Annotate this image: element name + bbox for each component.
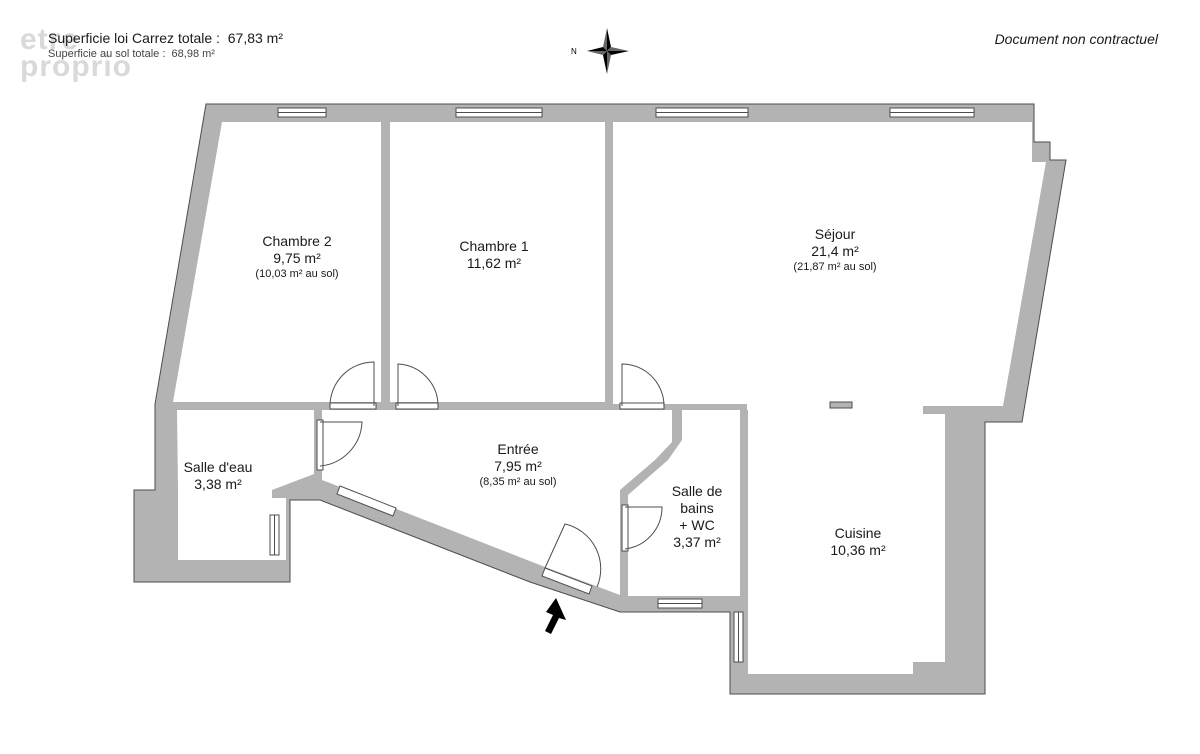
room-cuisine (748, 410, 945, 674)
north-letter: N (571, 47, 577, 56)
label-salle-bains: Salle de bains + WC 3,37 m² (671, 483, 723, 550)
compass-rose-icon: N (571, 28, 629, 74)
room-salle-eau (177, 410, 314, 560)
entry-arrow-icon (545, 598, 566, 634)
label-sejour: Séjour 21,4 m² (21,87 m² au sol) (793, 226, 877, 273)
room-entree (322, 410, 672, 595)
doors (316, 361, 665, 588)
label-chambre1: Chambre 1 11,62 m² (459, 238, 529, 271)
carrez-total-area: Superficie loi Carrez totale : 67,83 m² (48, 30, 283, 46)
label-salle-eau: Salle d'eau 3,38 m² (183, 459, 253, 492)
label-entree: Entrée 7,95 m² (8,35 m² au sol) (479, 441, 557, 488)
label-cuisine: Cuisine 10,36 m² (830, 525, 886, 558)
room-chambre1 (390, 122, 605, 402)
brand-watermark: etre proprio (20, 23, 132, 83)
label-chambre2: Chambre 2 9,75 m² (10,03 m² au sol) (255, 233, 339, 280)
windows (269, 107, 975, 663)
disclaimer-text: Document non contractuel (994, 31, 1158, 47)
room-salle-bains (628, 410, 740, 596)
room-chambre2 (173, 122, 381, 402)
room-sejour (613, 122, 1046, 410)
floor-total-area: Superficie au sol totale : 68,98 m² (48, 48, 215, 60)
